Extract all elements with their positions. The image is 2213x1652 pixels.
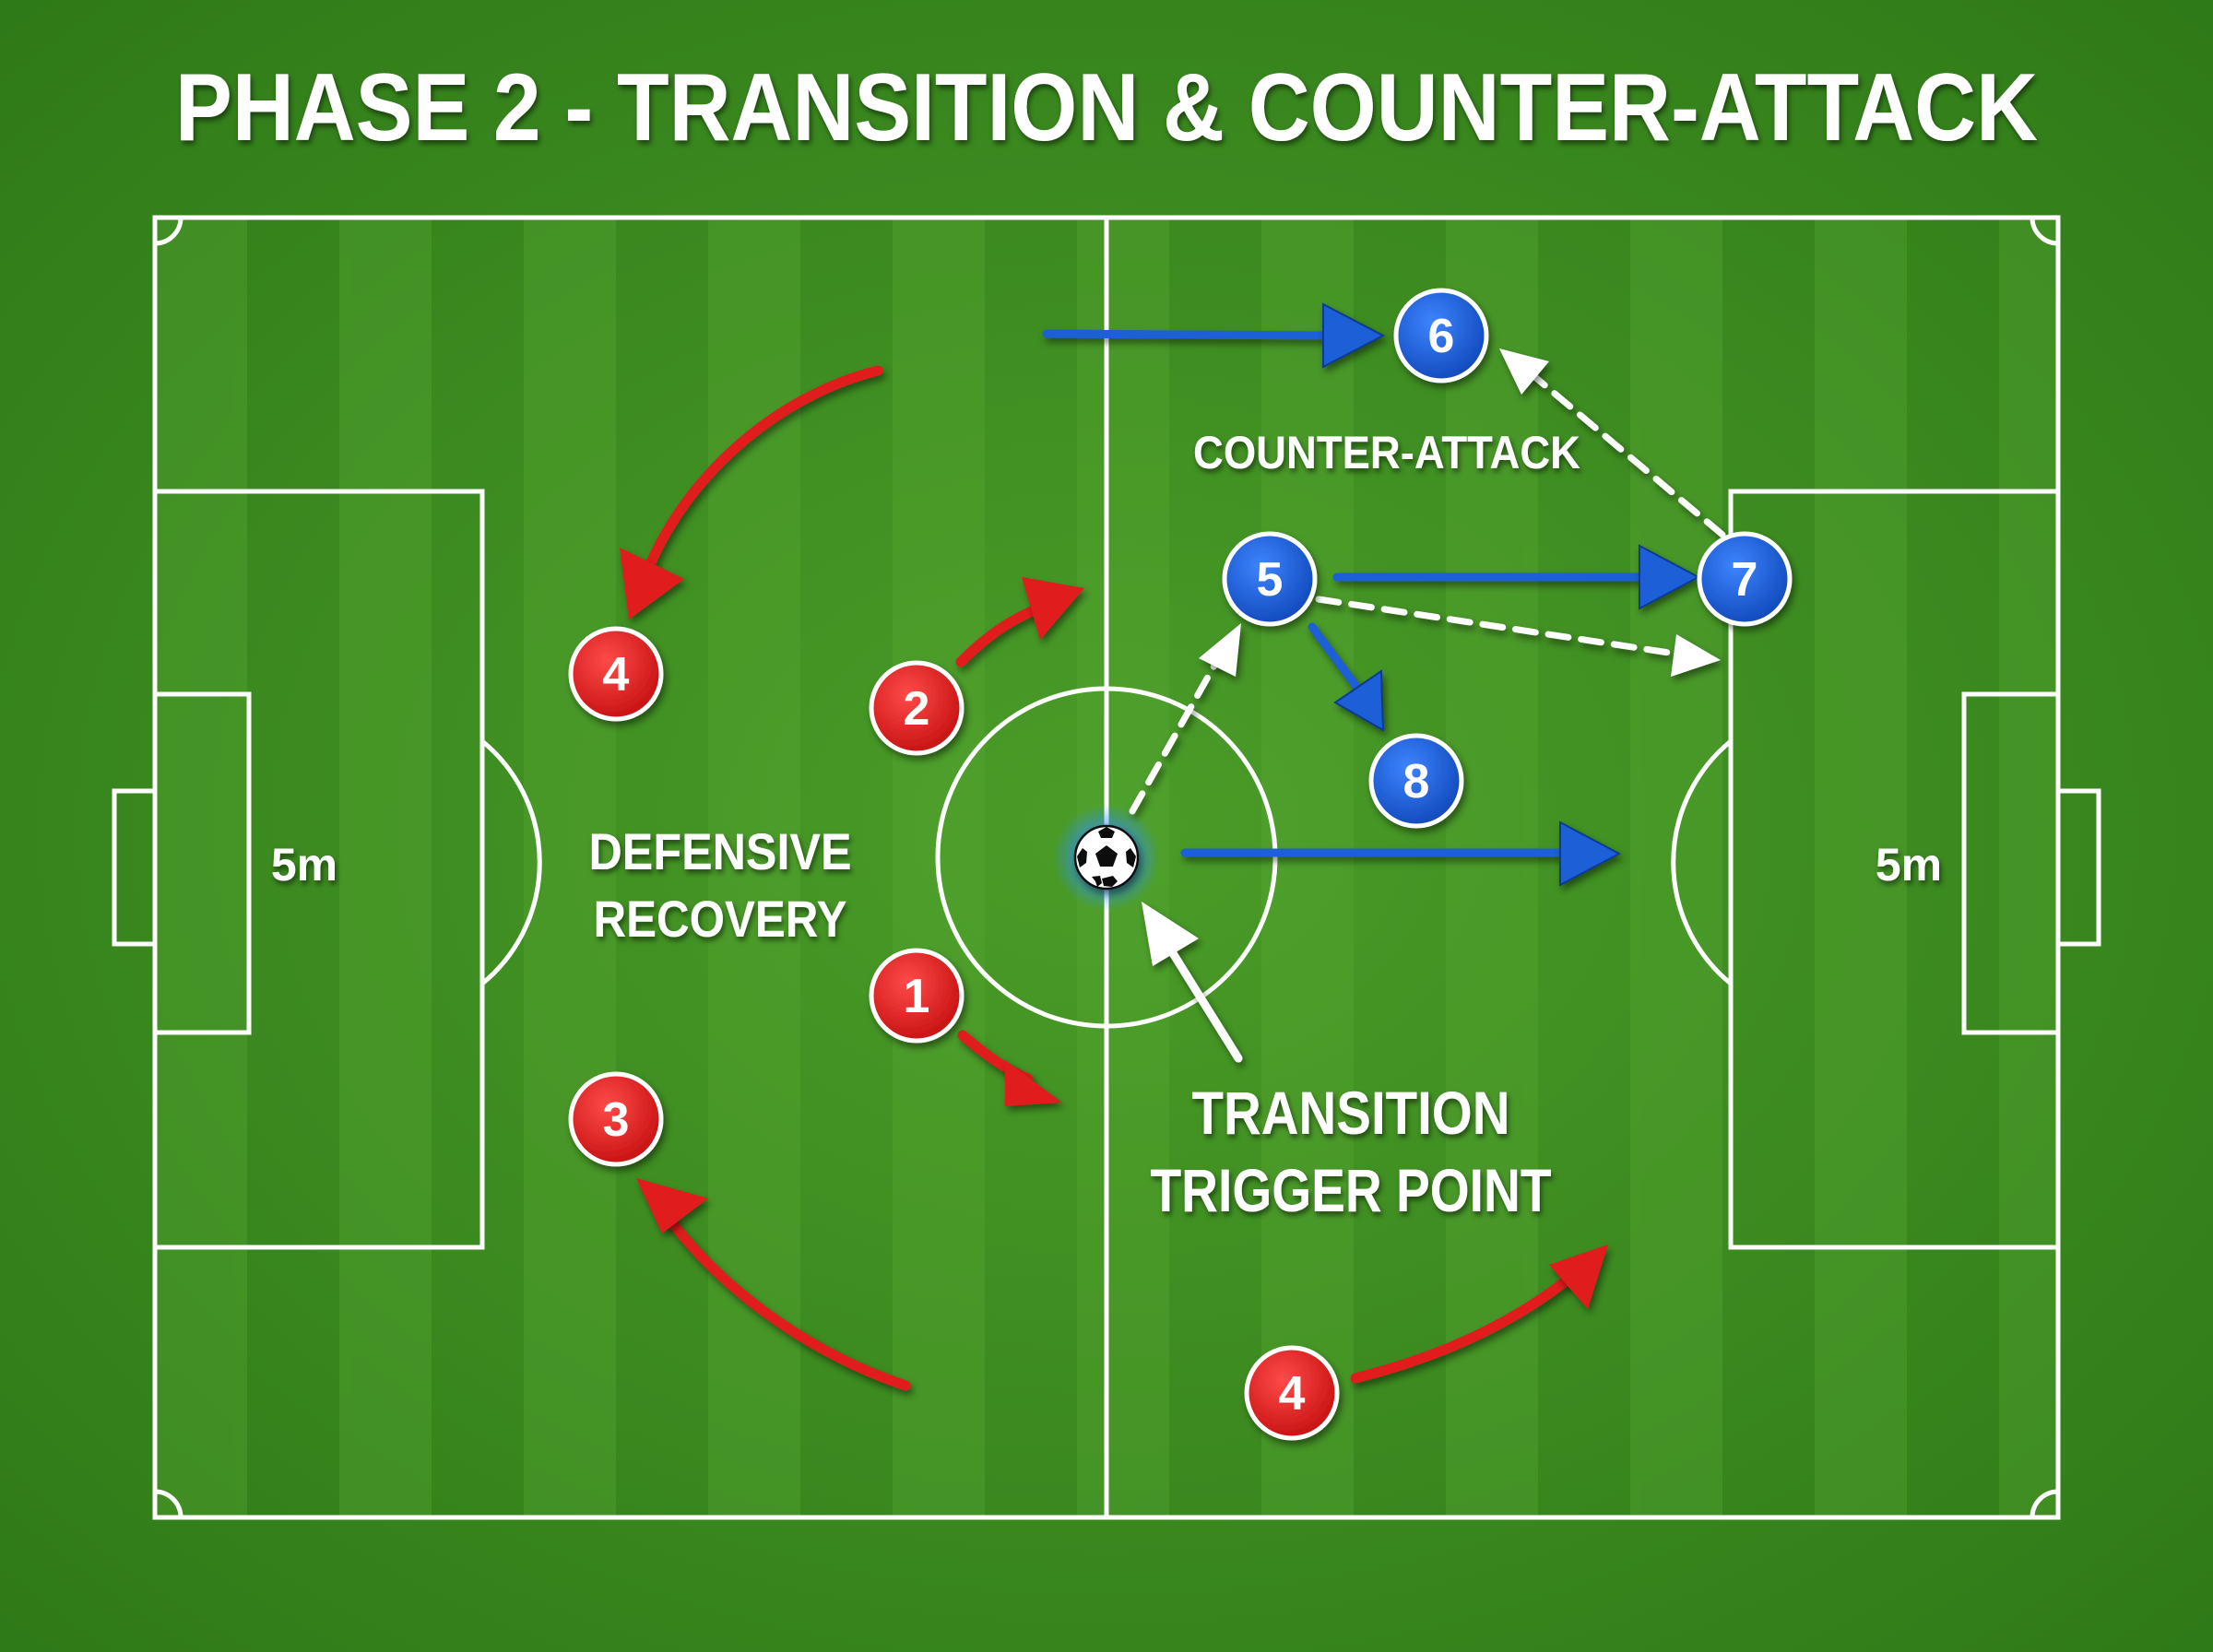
arrowhead-pass-to-6: [1499, 348, 1549, 395]
pass-arrows: [1129, 370, 1726, 815]
arrowhead-4-right: [1549, 1245, 1608, 1309]
attacking-run-arrows: [1042, 329, 1655, 857]
pass-5-to-7: [1315, 596, 1673, 656]
player-red-4-left: 4: [568, 626, 664, 722]
corner-arc-bottom-left: [154, 1489, 183, 1518]
recovery-run-arrow-3: [649, 1193, 911, 1391]
player-blue-7: 7: [1697, 531, 1793, 627]
attacking-players: 6 5 7 8: [1222, 288, 1793, 829]
attacking-run-arrowheads: [1322, 302, 1701, 887]
soccer-ball-icon: [1073, 824, 1140, 891]
player-red-1: 1: [869, 948, 964, 1044]
player-blue-8: 8: [1368, 733, 1464, 829]
arrowhead-2: [1022, 577, 1084, 640]
left-goal-distance-label: 5m: [271, 839, 337, 891]
defending-players: 4 2 1 3 4: [568, 626, 1340, 1441]
arrowhead-to-6: [1322, 302, 1386, 369]
page-title: PHASE 2 - TRANSITION & COUNTER-ATTACK: [175, 54, 2038, 161]
pass-ball-to-5: [1129, 660, 1219, 815]
right-penalty-arc: [1671, 739, 1733, 985]
player-number: 3: [603, 1093, 630, 1147]
right-goal-distance-label: 5m: [1876, 839, 1942, 891]
trigger-label-line1: TRANSITION: [1192, 1079, 1510, 1147]
player-number: 8: [1403, 755, 1430, 808]
player-red-3: 3: [568, 1071, 664, 1167]
corner-arc-top-right: [2030, 217, 2059, 246]
ball: [1053, 804, 1160, 911]
arrowhead-1: [1005, 1060, 1062, 1106]
pass-7-to-6: [1527, 370, 1726, 538]
arrowhead-5-to-7: [1639, 544, 1701, 610]
arrowhead-4-left: [620, 548, 684, 620]
arrowhead-pass-to-7: [1671, 634, 1721, 677]
attack-run-to-6: [1042, 329, 1337, 340]
player-number: 4: [603, 648, 630, 702]
player-blue-6: 6: [1393, 288, 1489, 384]
player-blue-5: 5: [1222, 531, 1318, 627]
recovery-run-arrow-4-right: [1350, 1267, 1582, 1384]
defensive-recovery-label-line1: DEFENSIVE: [589, 822, 852, 880]
defensive-recovery-label-line2: RECOVERY: [594, 890, 847, 948]
recovery-run-arrow-4-left: [640, 365, 883, 582]
arrowhead-3: [636, 1178, 708, 1233]
counter-attack-label: COUNTER-ATTACK: [1193, 427, 1580, 478]
defensive-recovery-arrowheads: [620, 548, 1608, 1309]
center-circle: [935, 686, 1278, 1029]
left-penalty-arc: [480, 739, 542, 985]
trigger-label-line2: TRIGGER POINT: [1151, 1156, 1552, 1224]
corner-arc-bottom-right: [2030, 1489, 2059, 1518]
player-red-2: 2: [869, 660, 964, 756]
arrowhead-center-forward: [1559, 820, 1622, 887]
pass-arrowheads: [1199, 348, 1721, 677]
arrowhead-5-to-8: [1333, 669, 1385, 732]
player-number: 6: [1428, 310, 1455, 363]
arrowhead-pass-to-5: [1199, 623, 1241, 677]
left-goal: [112, 788, 158, 947]
trigger-pointer: [1142, 902, 1243, 1063]
diagram-labels: COUNTER-ATTACK DEFENSIVE RECOVERY TRANSI…: [271, 427, 1942, 1224]
player-red-4-right: 4: [1244, 1345, 1340, 1441]
attack-run-5-to-8: [1308, 622, 1365, 696]
player-number: 7: [1732, 553, 1758, 607]
corner-arc-top-left: [154, 217, 183, 246]
right-goal: [2055, 788, 2101, 947]
player-number: 2: [904, 682, 930, 736]
player-number: 1: [904, 970, 930, 1023]
trigger-pointer-arrowhead: [1142, 902, 1199, 966]
player-number: 4: [1279, 1367, 1306, 1421]
player-number: 5: [1257, 553, 1284, 607]
